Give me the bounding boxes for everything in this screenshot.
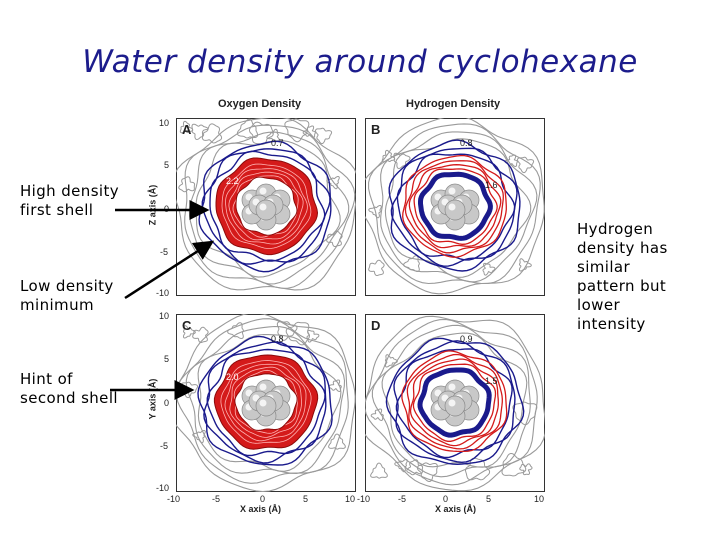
panel-letter: D <box>371 318 380 333</box>
x-tick: 10 <box>534 494 545 504</box>
cyclohexane-molecule <box>430 183 480 231</box>
panel-a: A 0.7 2.2 <box>176 118 356 296</box>
x-tick: 5 <box>486 494 492 504</box>
y-tick: -5 <box>160 247 169 257</box>
inner-value-label: 1.5 <box>485 376 498 386</box>
col-title-hydrogen: Hydrogen Density <box>406 98 501 110</box>
cyclohexane-molecule <box>241 183 291 231</box>
y-tick: -10 <box>156 483 170 493</box>
x-tick: -5 <box>398 494 407 504</box>
arrow-low-density <box>124 240 215 300</box>
cyclohexane-molecule <box>241 379 291 427</box>
x-axis-label: X axis (Å) <box>435 504 477 514</box>
inner-value-label: 1.6 <box>485 180 498 190</box>
y-tick: -10 <box>156 288 170 298</box>
callout-second-shell: Hint of second shell <box>20 370 118 407</box>
x-tick: 0 <box>260 494 266 504</box>
panel-c: C 0.8 2.0 <box>176 314 356 492</box>
y-tick: 10 <box>159 311 170 321</box>
panel-d: D 0.9 1.5 <box>365 314 545 492</box>
panel-b: B 0.8 1.6 <box>365 118 545 296</box>
y-tick: 5 <box>164 354 170 364</box>
panel-letter: C <box>182 318 192 333</box>
callout-hydrogen-note: Hydrogen density has similar pattern but… <box>577 220 668 333</box>
panel-letter: A <box>182 122 192 137</box>
x-tick: 0 <box>443 494 449 504</box>
callout-high-density: High density first shell <box>20 182 120 219</box>
x-tick: -5 <box>212 494 221 504</box>
x-tick: 10 <box>345 494 356 504</box>
outer-value-label: 0.8 <box>271 334 284 344</box>
outer-value-label: 0.9 <box>460 334 473 344</box>
x-axis-label: X axis (Å) <box>240 504 282 514</box>
outer-value-label: 0.8 <box>460 138 473 148</box>
callout-low-density: Low density minimum <box>20 277 114 314</box>
panel-letter: B <box>371 122 380 137</box>
slide-title: Water density around cyclohexane <box>82 44 638 80</box>
x-tick: -10 <box>167 494 181 504</box>
outer-value-label: 0.7 <box>271 138 284 148</box>
y-tick: 10 <box>159 118 170 128</box>
cyclohexane-molecule <box>430 379 480 427</box>
inner-value-label: 2.0 <box>226 372 239 382</box>
y-tick: 0 <box>164 398 170 408</box>
y-tick: -5 <box>160 441 169 451</box>
density-figure: Oxygen Density Hydrogen Density 10 5 0 -… <box>147 92 560 517</box>
x-tick: -10 <box>357 494 371 504</box>
inner-value-label: 2.2 <box>226 176 239 186</box>
col-title-oxygen: Oxygen Density <box>218 98 302 110</box>
y-tick: 5 <box>164 160 170 170</box>
x-tick: 5 <box>303 494 309 504</box>
